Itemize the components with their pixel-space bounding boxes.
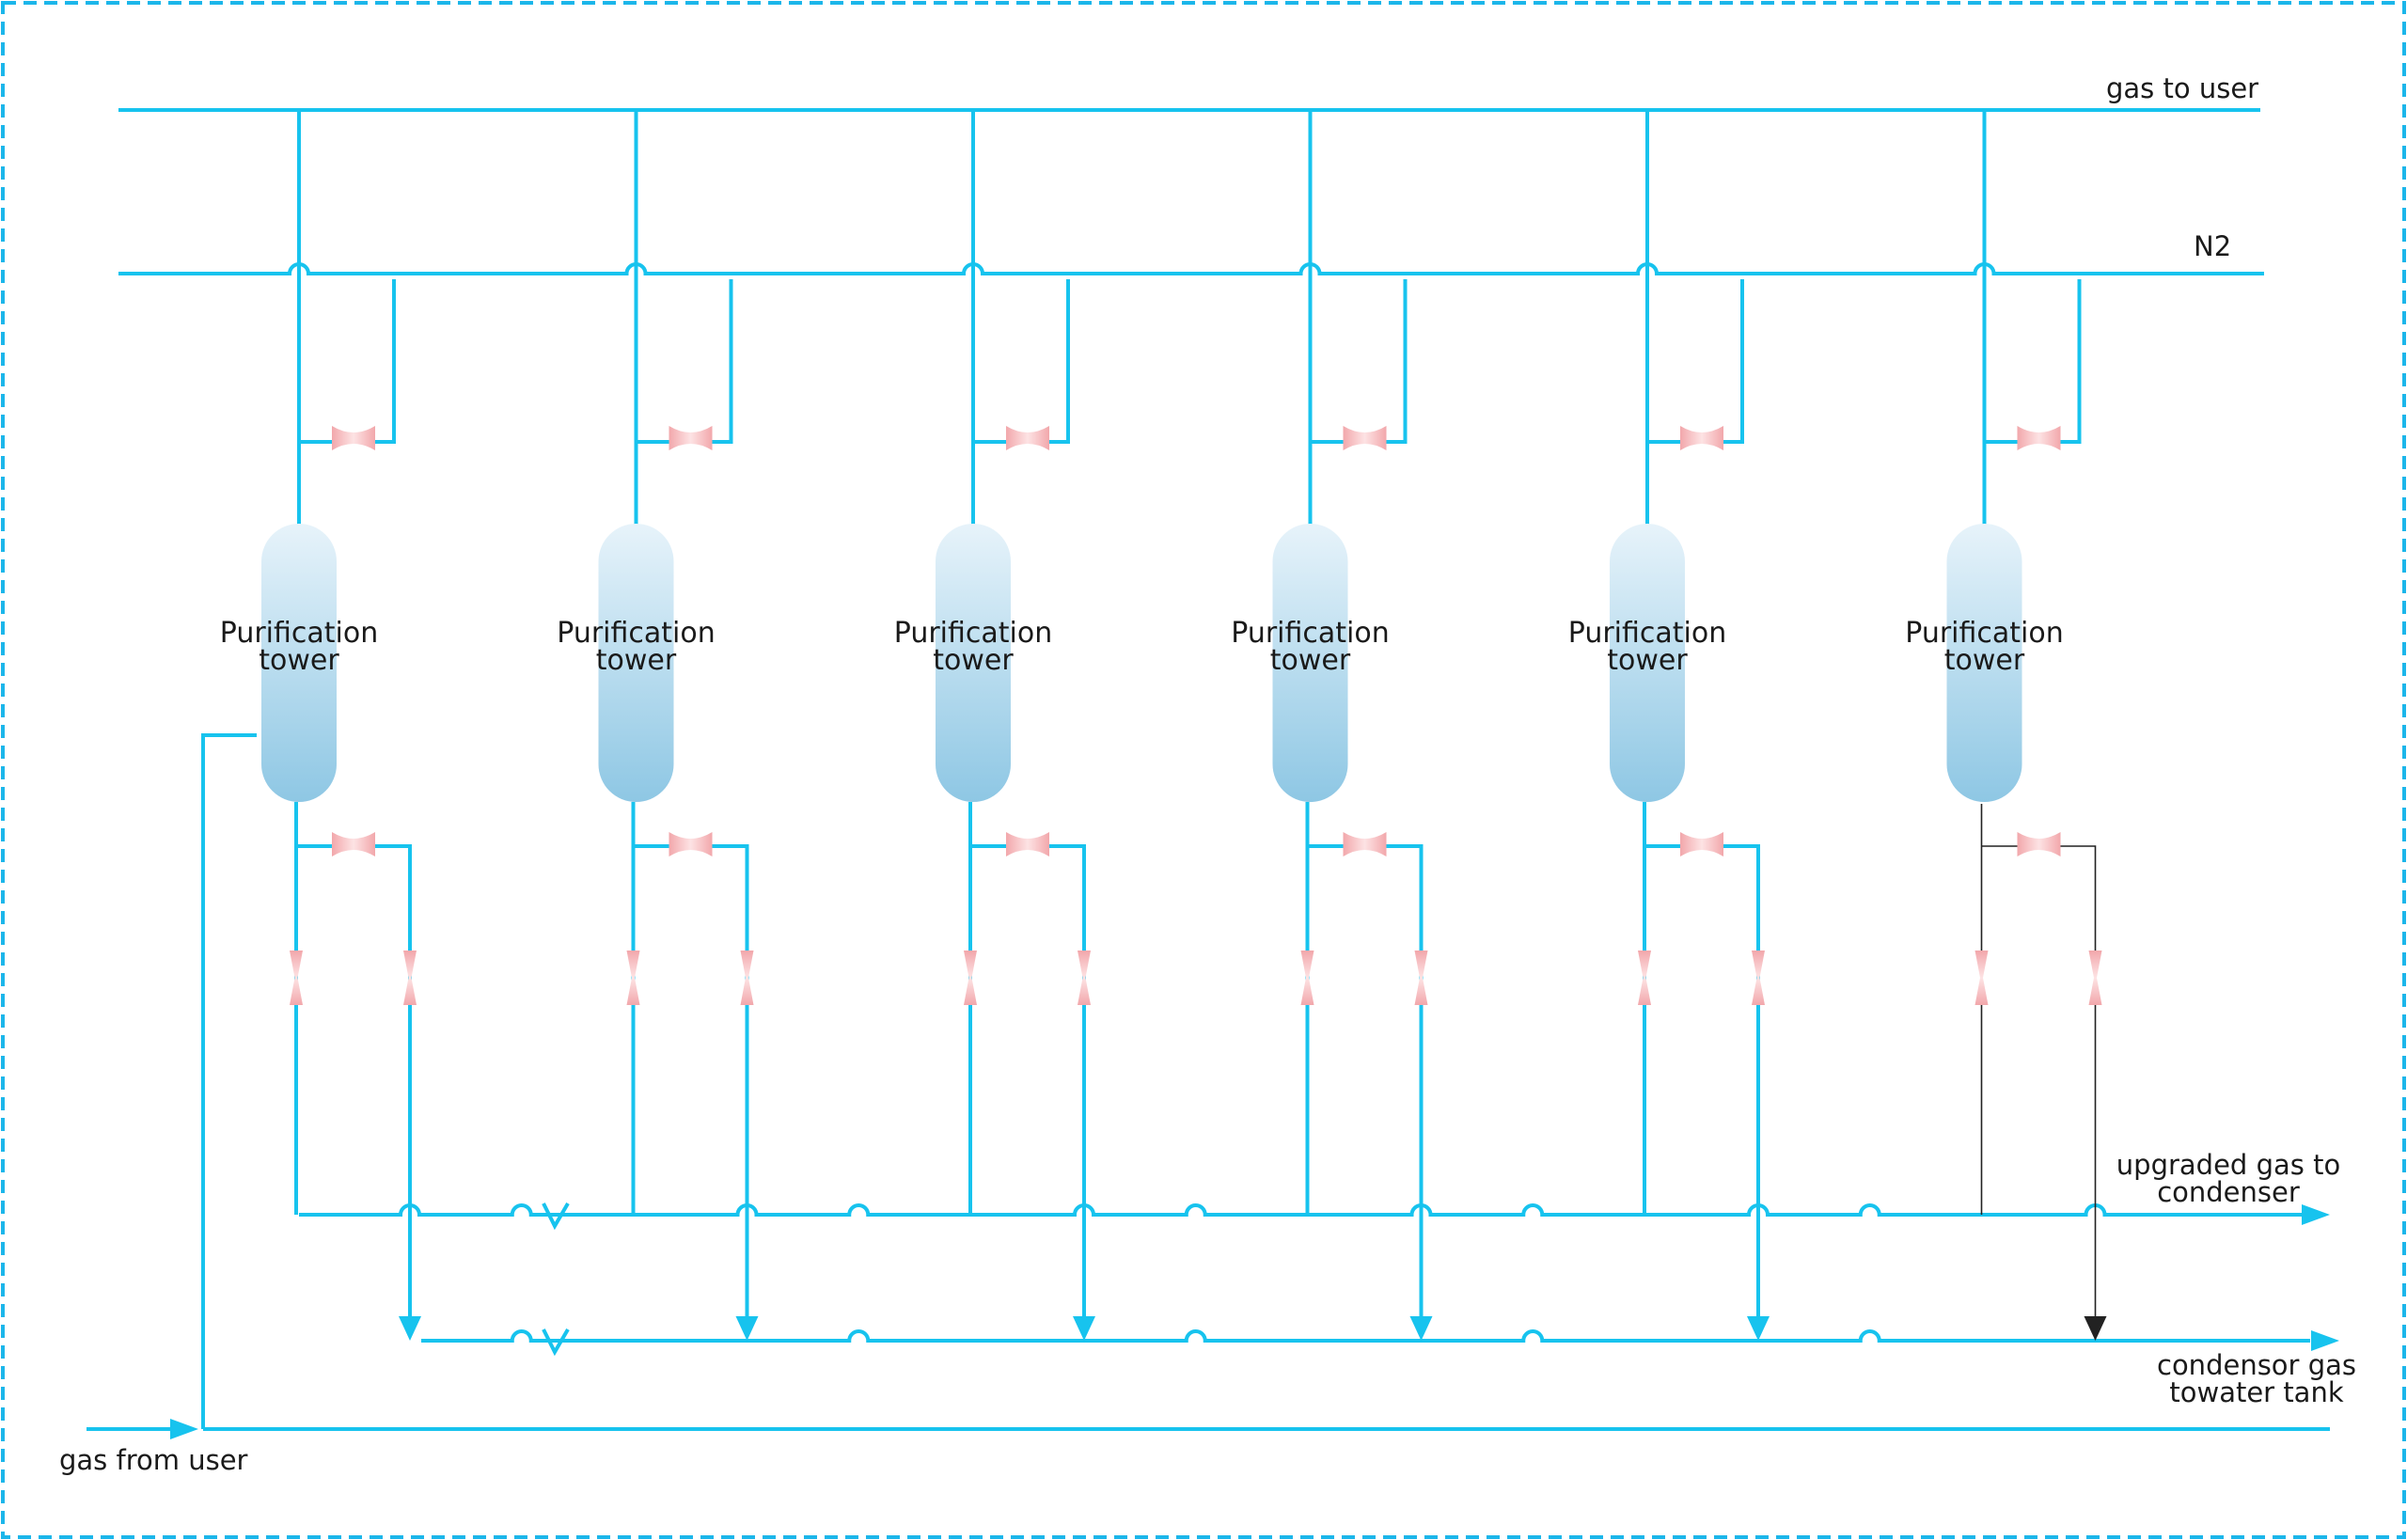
n2-branch-pipe-2 [973, 279, 1070, 444]
bypass-valve-2 [1006, 832, 1049, 856]
valve-group [290, 426, 2102, 1005]
tower-label-line2-4: tower [1607, 644, 1688, 677]
n2-valve-0 [332, 426, 375, 450]
tower-label-line2-3: tower [1270, 644, 1351, 677]
condensate-valve-1 [740, 951, 754, 1005]
bypass-valve-5 [2017, 832, 2061, 856]
return-chevron-1 [542, 1328, 570, 1357]
tower-label-line2-0: tower [259, 644, 339, 677]
upgraded-gas-outlet-arrow [2302, 1204, 2330, 1225]
condensate-valve-4 [1752, 951, 1765, 1005]
feed-pipe-to-first-tower [201, 733, 257, 1429]
condensor-gas-label-line1: condensor gas [2157, 1349, 2356, 1381]
outlet-valve-5 [1974, 951, 1989, 1005]
n2-branch-pipe-3 [1310, 279, 1408, 444]
tower-label-line1-5: Purification [1905, 617, 2064, 650]
return-chevron-0 [542, 1202, 570, 1231]
bypass-valve-0 [332, 832, 375, 856]
tower-label-line1-2: Purification [894, 617, 1053, 650]
purification-tower-2 [936, 524, 1011, 802]
purification-tower-0 [261, 524, 337, 802]
condensor-gas-label-line2: towater tank [2169, 1376, 2343, 1408]
condensor-gas-outlet-arrow [2311, 1330, 2339, 1351]
tower-label-line1-3: Purification [1231, 617, 1390, 650]
tower-condensate-pipe-2 [970, 844, 1086, 1316]
n2-label: N2 [2194, 230, 2231, 262]
n2-branch-pipe-1 [636, 279, 733, 444]
tower-condensate-pipe-0 [296, 844, 412, 1316]
purification-tower-1 [598, 524, 674, 802]
outlet-valve-4 [1638, 951, 1651, 1005]
condensate-valve-5 [2088, 951, 2102, 1005]
gas-from-user-label: gas from user [59, 1444, 248, 1476]
tower-condensate-pipe-1 [633, 844, 749, 1316]
condensate-valve-2 [1078, 951, 1091, 1005]
n2-branch-pipe-4 [1647, 279, 1744, 444]
bypass-valve-1 [669, 832, 713, 856]
bypass-valve-4 [1680, 832, 1723, 856]
tower-label-line2-2: tower [933, 644, 1014, 677]
outlet-valve-0 [290, 951, 303, 1005]
condensate-arrow-0 [399, 1316, 421, 1341]
condensate-arrow-2 [1073, 1316, 1095, 1341]
n2-valve-2 [1006, 426, 1049, 450]
n2-header [118, 262, 2264, 275]
gas-to-user-label: gas to user [2106, 72, 2258, 104]
upgraded-gas-label-line1: upgraded gas to [2116, 1149, 2340, 1181]
tower-condensate-thin-5 [1981, 845, 2097, 1318]
tower-label-line2-5: tower [1944, 644, 2025, 677]
flow-arrows [170, 1202, 2339, 1439]
n2-branch-pipe-0 [299, 279, 396, 444]
tower-group: PurificationtowerPurificationtowerPurifi… [220, 524, 2064, 802]
outlet-valve-1 [626, 951, 640, 1005]
upgraded-gas-header [299, 1203, 2305, 1217]
condensate-arrow-3 [1409, 1316, 1433, 1341]
condensate-arrow-5 [2084, 1316, 2107, 1341]
purification-tower-4 [1610, 524, 1685, 802]
outlet-valve-2 [964, 951, 977, 1005]
n2-valve-5 [2017, 426, 2061, 450]
thin-piping [1980, 804, 2097, 1318]
condensate-arrow-1 [735, 1316, 759, 1341]
n2-valve-3 [1343, 426, 1387, 450]
tower-label-line2-1: tower [596, 644, 677, 677]
tower-condensate-pipe-4 [1644, 844, 1760, 1316]
outlet-valve-3 [1300, 951, 1314, 1005]
n2-valve-4 [1680, 426, 1723, 450]
purification-tower-5 [1946, 524, 2022, 802]
upgraded-gas-label-line2: condenser [2157, 1176, 2300, 1208]
condensate-valve-0 [403, 951, 417, 1005]
gas-from-user-inlet-arrow [170, 1419, 198, 1439]
n2-valve-1 [669, 426, 713, 450]
bypass-valve-3 [1343, 832, 1387, 856]
tower-label-line1-4: Purification [1568, 617, 1727, 650]
n2-branch-pipe-5 [1984, 279, 2082, 444]
purification-tower-3 [1272, 524, 1348, 802]
condensate-valve-3 [1414, 951, 1428, 1005]
condensate-arrow-4 [1747, 1316, 1770, 1341]
tower-condensate-pipe-3 [1307, 844, 1424, 1316]
tower-label-line1-0: Purification [220, 617, 379, 650]
tower-label-line1-1: Purification [557, 617, 716, 650]
condensor-gas-header [421, 1329, 2310, 1343]
